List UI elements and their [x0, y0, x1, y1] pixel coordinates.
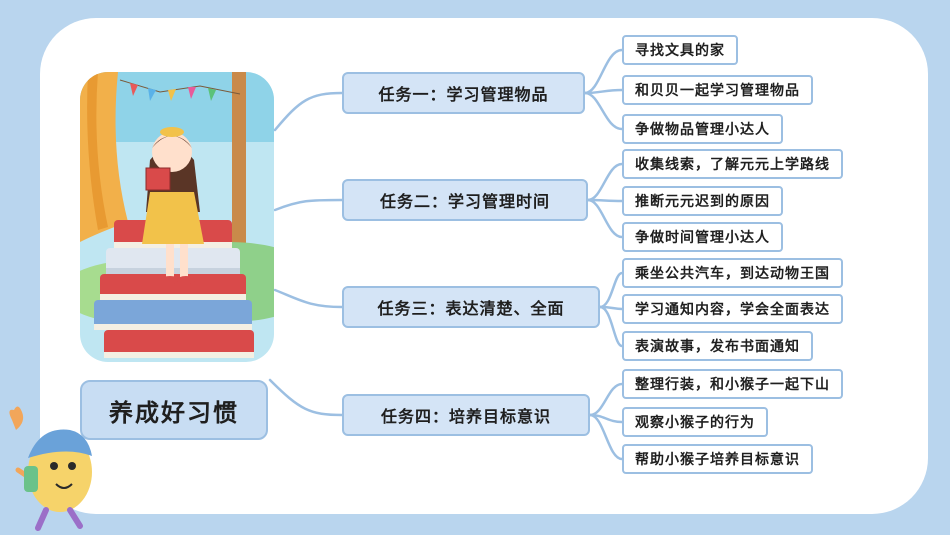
task-4-item-3: 帮助小猴子培养目标意识: [622, 444, 813, 474]
task-4-item-2: 观察小猴子的行为: [622, 407, 768, 437]
task-3-item-3: 表演故事，发布书面通知: [622, 331, 813, 361]
egg-character-mascot-icon: [9, 406, 92, 531]
connector-root-task-3: [273, 288, 344, 309]
task-3-item-1: 乘坐公共汽车，到达动物王国: [622, 258, 843, 288]
task-3-item-2: 学习通知内容，学会全面表达: [622, 294, 843, 324]
girl-reading-on-books-illustration: [80, 72, 274, 362]
connector-t4-1: [588, 382, 624, 417]
connector-t3-1: [598, 271, 624, 309]
connector-t2-1: [586, 162, 624, 202]
task-2-item-2: 推断元元迟到的原因: [622, 186, 783, 216]
task-2-item-1: 收集线索，了解元元上学路线: [622, 149, 843, 179]
connector-t3-3: [598, 305, 624, 348]
connector-root-task-4: [268, 378, 344, 417]
task-node-3: 任务三：表达清楚、全面: [342, 286, 600, 328]
task-node-1: 任务一：学习管理物品: [342, 72, 585, 114]
task-2-item-3: 争做时间管理小达人: [622, 222, 783, 252]
task-1-item-2: 和贝贝一起学习管理物品: [622, 75, 813, 105]
connector-t1-3: [583, 91, 624, 131]
connector-t4-3: [588, 413, 624, 461]
task-4-item-1: 整理行装，和小猴子一起下山: [622, 369, 843, 399]
task-node-4: 任务四：培养目标意识: [342, 394, 590, 436]
connector-t2-3: [586, 198, 624, 239]
task-node-2: 任务二：学习管理时间: [342, 179, 588, 221]
connector-root-task-1: [273, 91, 344, 132]
connector-t1-1: [583, 48, 624, 95]
task-1-item-3: 争做物品管理小达人: [622, 114, 783, 144]
mindmap-root: 养成好习惯: [80, 380, 268, 440]
connector-root-task-2: [273, 198, 344, 212]
task-1-item-1: 寻找文具的家: [622, 35, 738, 65]
